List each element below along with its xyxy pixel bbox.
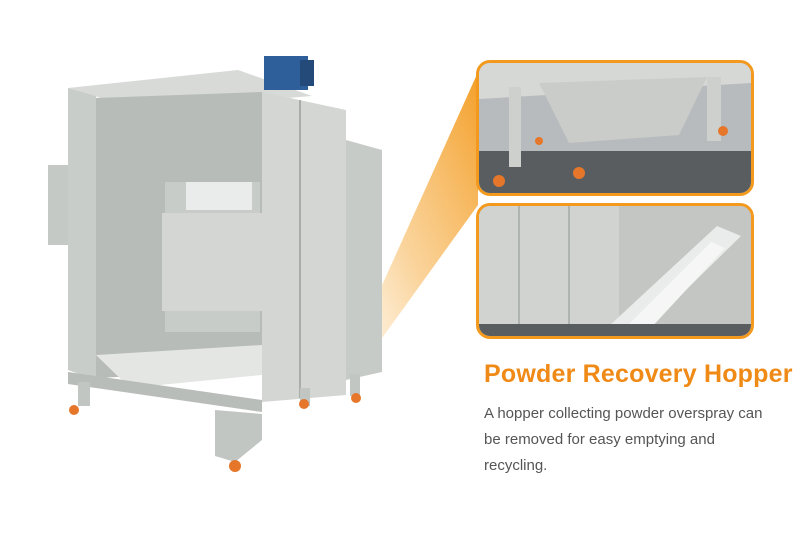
feature-description: A hopper collecting powder overspray can…: [484, 405, 763, 474]
hopper-underside-photo: [476, 60, 754, 196]
feature-title: Powder Recovery Hopper: [484, 360, 793, 388]
hopper-tray-photo: [476, 203, 754, 339]
